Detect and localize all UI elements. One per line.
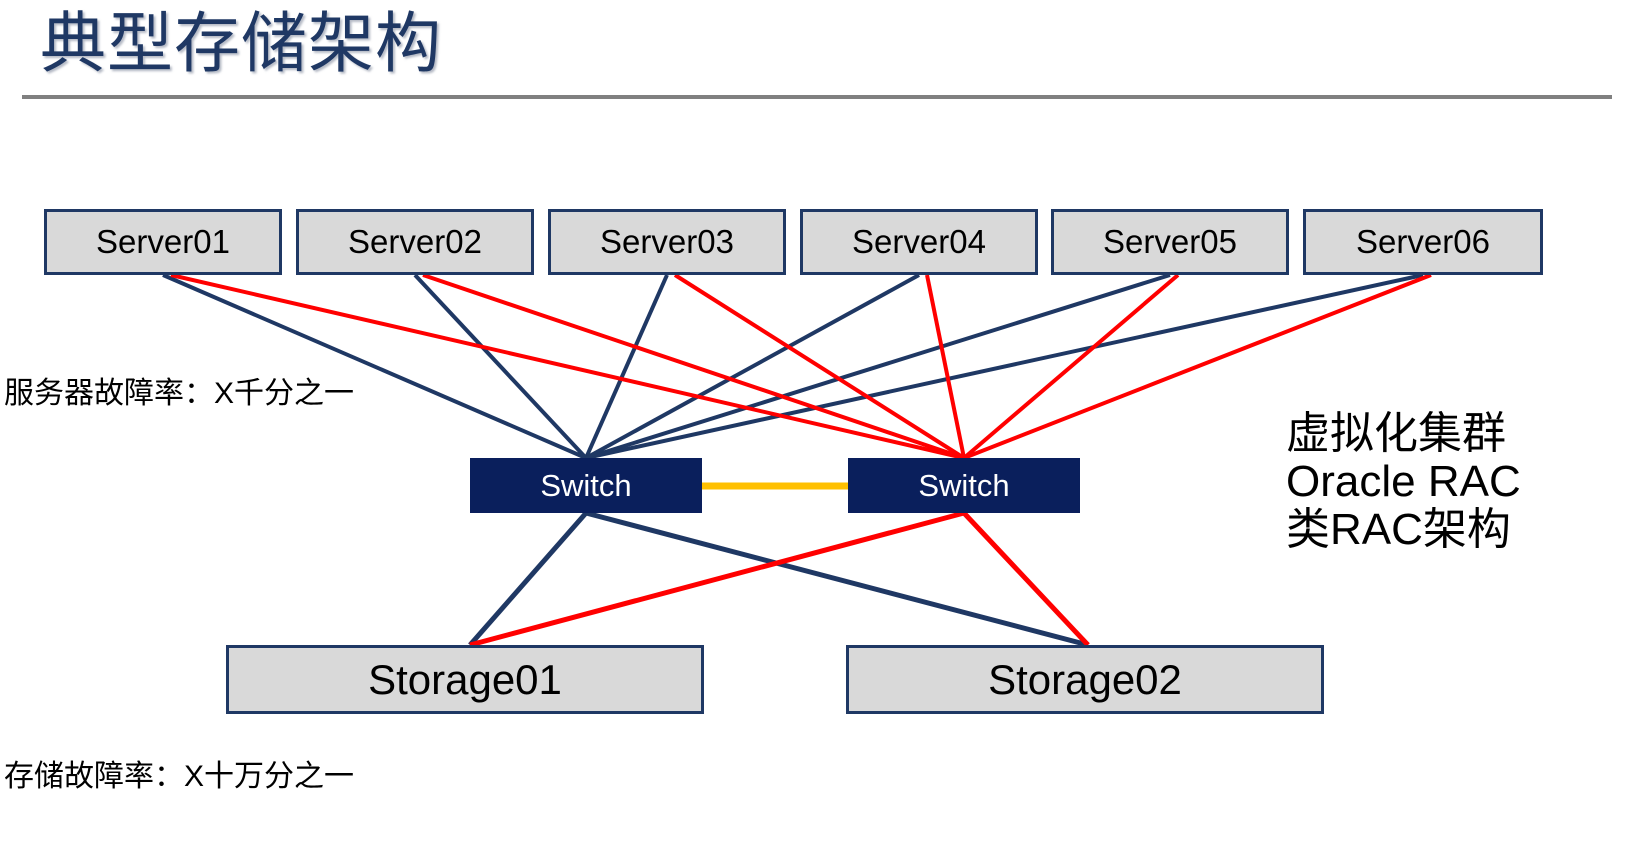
node-storage-02[interactable]: Storage02 bbox=[846, 645, 1324, 714]
node-switch-left[interactable]: Switch bbox=[470, 458, 702, 513]
annotation-storage-failure-rate: 存储故障率：X十万分之一 bbox=[4, 760, 355, 793]
link-switchright-storage01 bbox=[469, 510, 965, 648]
cluster-line-1: 虚拟化集群 bbox=[1286, 409, 1506, 458]
link-switchleft-storage02 bbox=[585, 510, 1089, 648]
cluster-line-2: Oracle RAC bbox=[1286, 457, 1521, 506]
link-server03-switch-left bbox=[584, 274, 669, 459]
link-server02-switch-left bbox=[413, 273, 588, 460]
node-label: Server05 bbox=[1103, 223, 1237, 260]
node-label: Storage01 bbox=[368, 655, 562, 703]
node-label: Server02 bbox=[348, 223, 482, 260]
link-server05-switch-left bbox=[585, 273, 1171, 460]
node-label: Storage02 bbox=[988, 655, 1182, 703]
node-server-01[interactable]: Server01 bbox=[44, 209, 282, 275]
link-switchright-storage02 bbox=[962, 511, 1090, 647]
annotation-server-failure-rate: 服务器故障率：X千分之一 bbox=[4, 377, 355, 410]
node-server-06[interactable]: Server06 bbox=[1303, 209, 1543, 275]
node-label: Server04 bbox=[852, 223, 986, 260]
node-server-02[interactable]: Server02 bbox=[296, 209, 534, 275]
annotation-cluster-types: 虚拟化集群 Oracle RAC 类RAC架构 bbox=[1286, 410, 1521, 554]
link-switchleft-storage01 bbox=[468, 511, 588, 647]
node-server-04[interactable]: Server04 bbox=[800, 209, 1038, 275]
title-divider bbox=[22, 95, 1612, 99]
link-server05-switch-right bbox=[962, 273, 1180, 460]
node-switch-right[interactable]: Switch bbox=[848, 458, 1080, 513]
node-storage-01[interactable]: Storage01 bbox=[226, 645, 704, 714]
link-server06-switch-right bbox=[963, 273, 1432, 460]
node-label: Server01 bbox=[96, 223, 230, 260]
node-label: Server03 bbox=[600, 223, 734, 260]
node-label: Server06 bbox=[1356, 223, 1490, 260]
link-server04-switch-right bbox=[925, 274, 966, 459]
cluster-line-3: 类RAC架构 bbox=[1286, 505, 1511, 554]
node-label: Switch bbox=[918, 467, 1010, 503]
node-label: Switch bbox=[540, 467, 632, 503]
page-title: 典型存储架构 bbox=[40, 6, 442, 80]
link-server01-switch-right bbox=[170, 273, 965, 460]
node-server-05[interactable]: Server05 bbox=[1051, 209, 1289, 275]
link-server04-switch-left bbox=[585, 273, 920, 460]
link-server02-switch-right bbox=[422, 273, 965, 460]
link-server03-switch-right bbox=[673, 273, 966, 460]
node-server-03[interactable]: Server03 bbox=[548, 209, 786, 275]
link-server06-switch-left bbox=[585, 273, 1424, 460]
link-server01-switch-left bbox=[162, 273, 587, 460]
